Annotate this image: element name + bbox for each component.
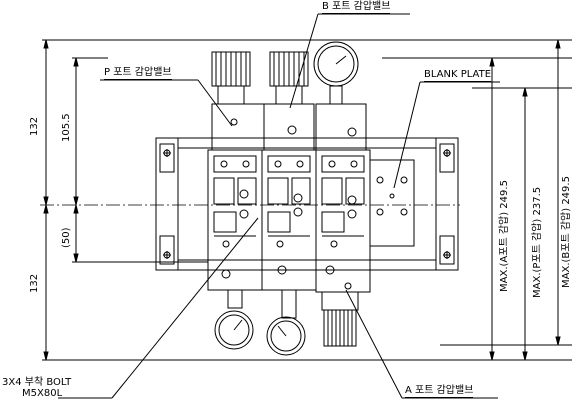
dim-inner-top: 105.5 bbox=[61, 113, 72, 142]
bolt-label-line2: M5X80L bbox=[22, 388, 63, 399]
left-dimension-lines bbox=[40, 39, 572, 361]
a-port-valve-label: A 포트 감압밸브 bbox=[405, 385, 474, 398]
dim-right-a: MAX.(A포트 감압) 249.5 bbox=[499, 180, 510, 292]
valve-3 bbox=[313, 41, 371, 347]
p-port-valve-label: P 포트 감압밸브 bbox=[104, 67, 172, 80]
dim-right-p: MAX.(P포트 감압) 237.5 bbox=[532, 186, 543, 298]
b-port-valve-label: B 포트 감압밸브 bbox=[322, 1, 391, 14]
dim-left-top: 132 bbox=[29, 116, 40, 136]
leader-lines bbox=[58, 13, 500, 399]
blank-plate bbox=[369, 159, 415, 247]
dim-left-bottom: 132 bbox=[29, 273, 40, 293]
blank-plate-label: BLANK PLATE bbox=[424, 69, 492, 82]
bolt-label-line1: 3X4 부착 BOLT bbox=[2, 377, 72, 388]
dim-right-b: MAX.(B포트 감압) 249.5 bbox=[561, 176, 572, 288]
valve-2 bbox=[261, 51, 317, 356]
right-dimension-lines bbox=[382, 39, 572, 361]
dim-inner-mid: (50) bbox=[61, 227, 72, 248]
valve-1 bbox=[207, 51, 265, 350]
